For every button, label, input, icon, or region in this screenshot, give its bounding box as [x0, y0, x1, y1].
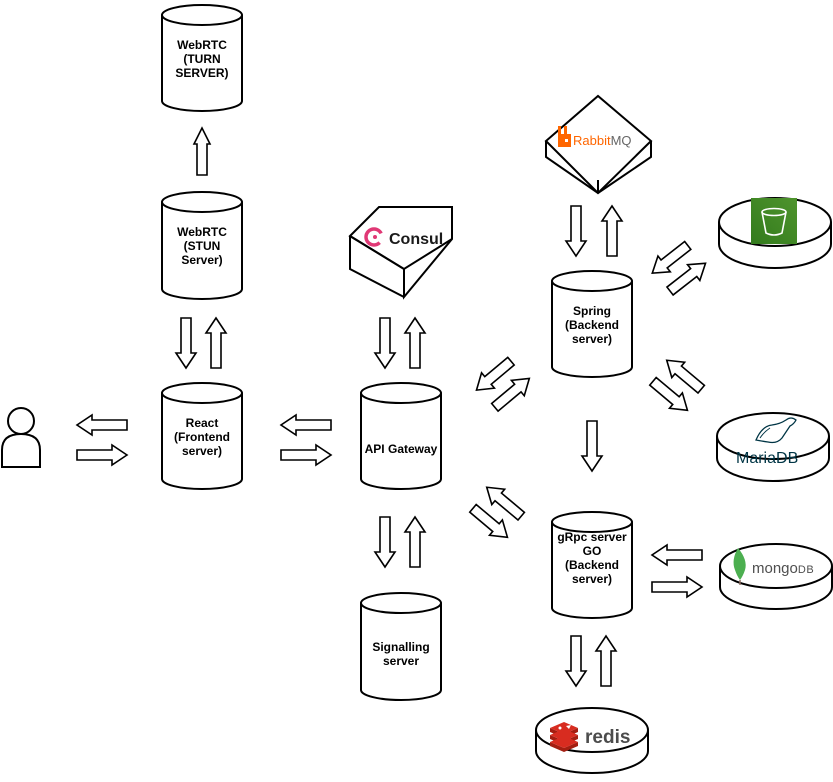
- s3-logo: [751, 198, 797, 244]
- arrow-down-gateway-signalling: [373, 516, 397, 569]
- arrow-left-react-user: [75, 413, 128, 437]
- arrow-left-gateway-react: [279, 413, 332, 437]
- mongodb-node: [719, 543, 833, 610]
- spring-label-line: Spring: [573, 304, 611, 318]
- arrow-up-redis-grpc: [594, 634, 618, 687]
- api-gateway-label: API Gateway: [365, 442, 438, 456]
- arrow-up-signalling-gateway: [403, 515, 427, 568]
- rabbitmq-logo-text-a: Rabbit: [573, 133, 611, 148]
- mongodb-logo: mongoDB: [733, 548, 814, 585]
- arrow-up-turn: [192, 126, 212, 176]
- arrow-gateway-to-grpc: [468, 503, 509, 539]
- mongodb-logo-text-b: DB: [798, 564, 814, 576]
- turn-label-line: SERVER): [175, 66, 228, 80]
- arrow-mariadb-to-spring: [665, 359, 706, 395]
- stun-label-line: WebRTC: [177, 225, 227, 239]
- arrow-up-react-stun: [204, 316, 228, 369]
- rabbitmq-logo: RabbitMQ: [558, 126, 632, 148]
- mariadb-node: [716, 412, 830, 482]
- arrow-up-spring-rabbitmq: [600, 204, 624, 257]
- consul-logo: Consul: [364, 227, 443, 248]
- signalling-label-line: server: [383, 654, 419, 668]
- arrow-spring-to-gateway: [475, 356, 516, 392]
- arrow-down-grpc-redis: [564, 635, 588, 688]
- spring-label-line: server): [572, 332, 612, 346]
- redis-logo-text: redis: [585, 727, 630, 748]
- mariadb-logo: MariaDB: [736, 417, 798, 467]
- arrow-down-rabbitmq-spring: [564, 205, 588, 258]
- consul-logo-text: Consul: [389, 231, 443, 248]
- consul-node: [348, 206, 453, 300]
- arrow-right-react-gateway: [280, 443, 333, 467]
- arrow-right-user-react: [76, 443, 129, 467]
- arrow-right-grpc-mongodb: [651, 575, 704, 599]
- turn-label-line: (TURN: [183, 52, 220, 66]
- arrow-spring-to-s3: [665, 262, 707, 297]
- rabbitmq-logo-text-b: MQ: [611, 133, 632, 148]
- svg-text:RabbitMQ: RabbitMQ: [573, 133, 632, 148]
- react-label-line: React: [186, 416, 219, 430]
- svg-text:mongoDB: mongoDB: [752, 560, 814, 577]
- bucket-icon: [761, 207, 787, 236]
- stun-label-line: Server): [181, 253, 222, 267]
- api-gateway-node: API Gateway: [360, 382, 442, 490]
- react-label-line: server): [182, 444, 222, 458]
- arrow-down-stun-react: [174, 317, 198, 370]
- arrow-left-mongodb-grpc: [650, 543, 703, 567]
- stun-label-line: (STUN: [184, 239, 221, 253]
- user-icon: [0, 407, 41, 468]
- react-label-line: (Frontend: [174, 430, 230, 444]
- spring-label-line: (Backend: [565, 318, 619, 332]
- grpc-label-line: server): [572, 572, 612, 586]
- mongodb-logo-text-a: mongo: [752, 560, 798, 577]
- arrow-grpc-to-gateway: [485, 486, 526, 522]
- signalling-label-line: Signalling: [372, 640, 429, 654]
- gateway-label-line: API Gateway: [365, 442, 438, 456]
- arrow-down-consul-gateway: [373, 317, 397, 370]
- grpc-label-line: (Backend: [565, 558, 619, 572]
- arrow-down-spring-grpc: [580, 420, 604, 473]
- grpc-label-line: GO: [583, 544, 602, 558]
- arrow-up-gateway-consul: [403, 316, 427, 369]
- grpc-label-line: gRpc server: [557, 530, 627, 544]
- arrow-spring-to-mariadb: [648, 376, 689, 412]
- rabbitmq-node: [544, 94, 653, 195]
- redis-logo: redis: [550, 722, 630, 752]
- turn-label-line: WebRTC: [177, 38, 227, 52]
- mariadb-logo-text: MariaDB: [736, 450, 798, 467]
- arrow-s3-to-spring: [651, 240, 692, 275]
- arrow-gateway-to-spring: [490, 377, 531, 413]
